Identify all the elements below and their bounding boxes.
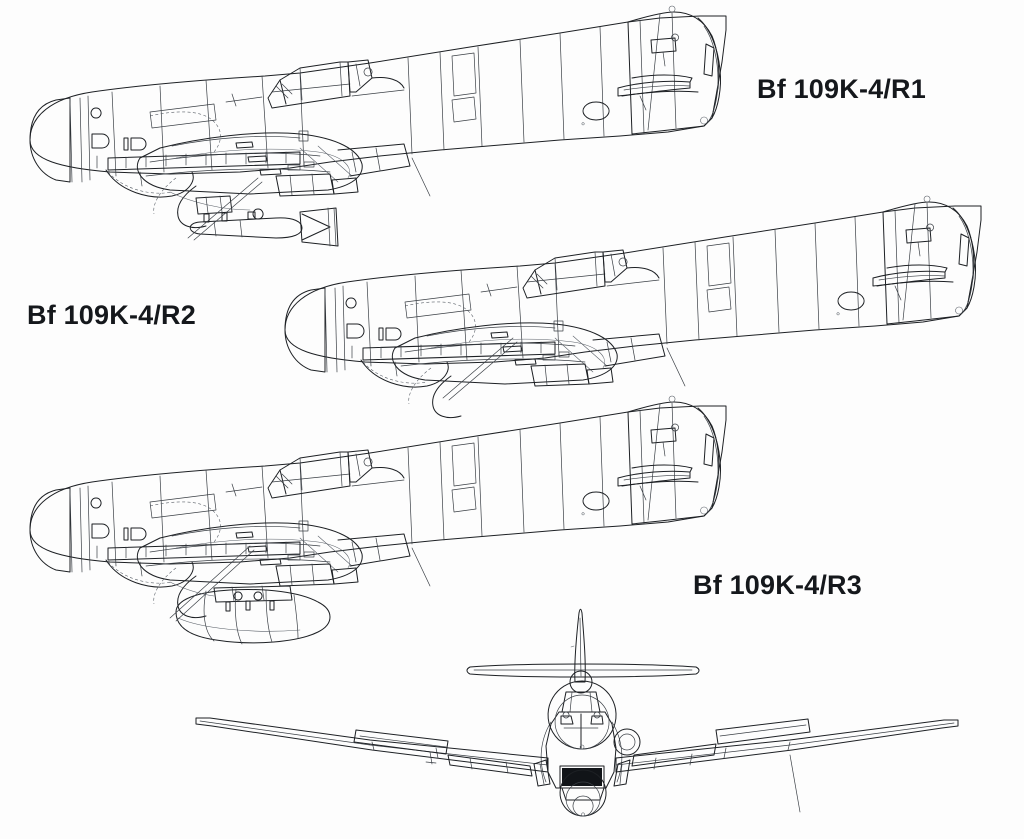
profile-view-r1	[30, 5, 726, 246]
label-bf-109k4-r2: Bf 109K-4/R2	[27, 300, 196, 330]
profile-view-r2	[285, 195, 981, 418]
ventral-drop-tank-r3	[169, 545, 330, 645]
label-bf-109k4-r1: Bf 109K-4/R1	[757, 74, 926, 104]
centerline-bomb-store-r1	[187, 177, 338, 246]
label-bf-109k4-r3: Bf 109K-4/R3	[693, 570, 862, 600]
front-elevation-view	[196, 609, 958, 816]
profile-view-r3	[30, 395, 726, 645]
